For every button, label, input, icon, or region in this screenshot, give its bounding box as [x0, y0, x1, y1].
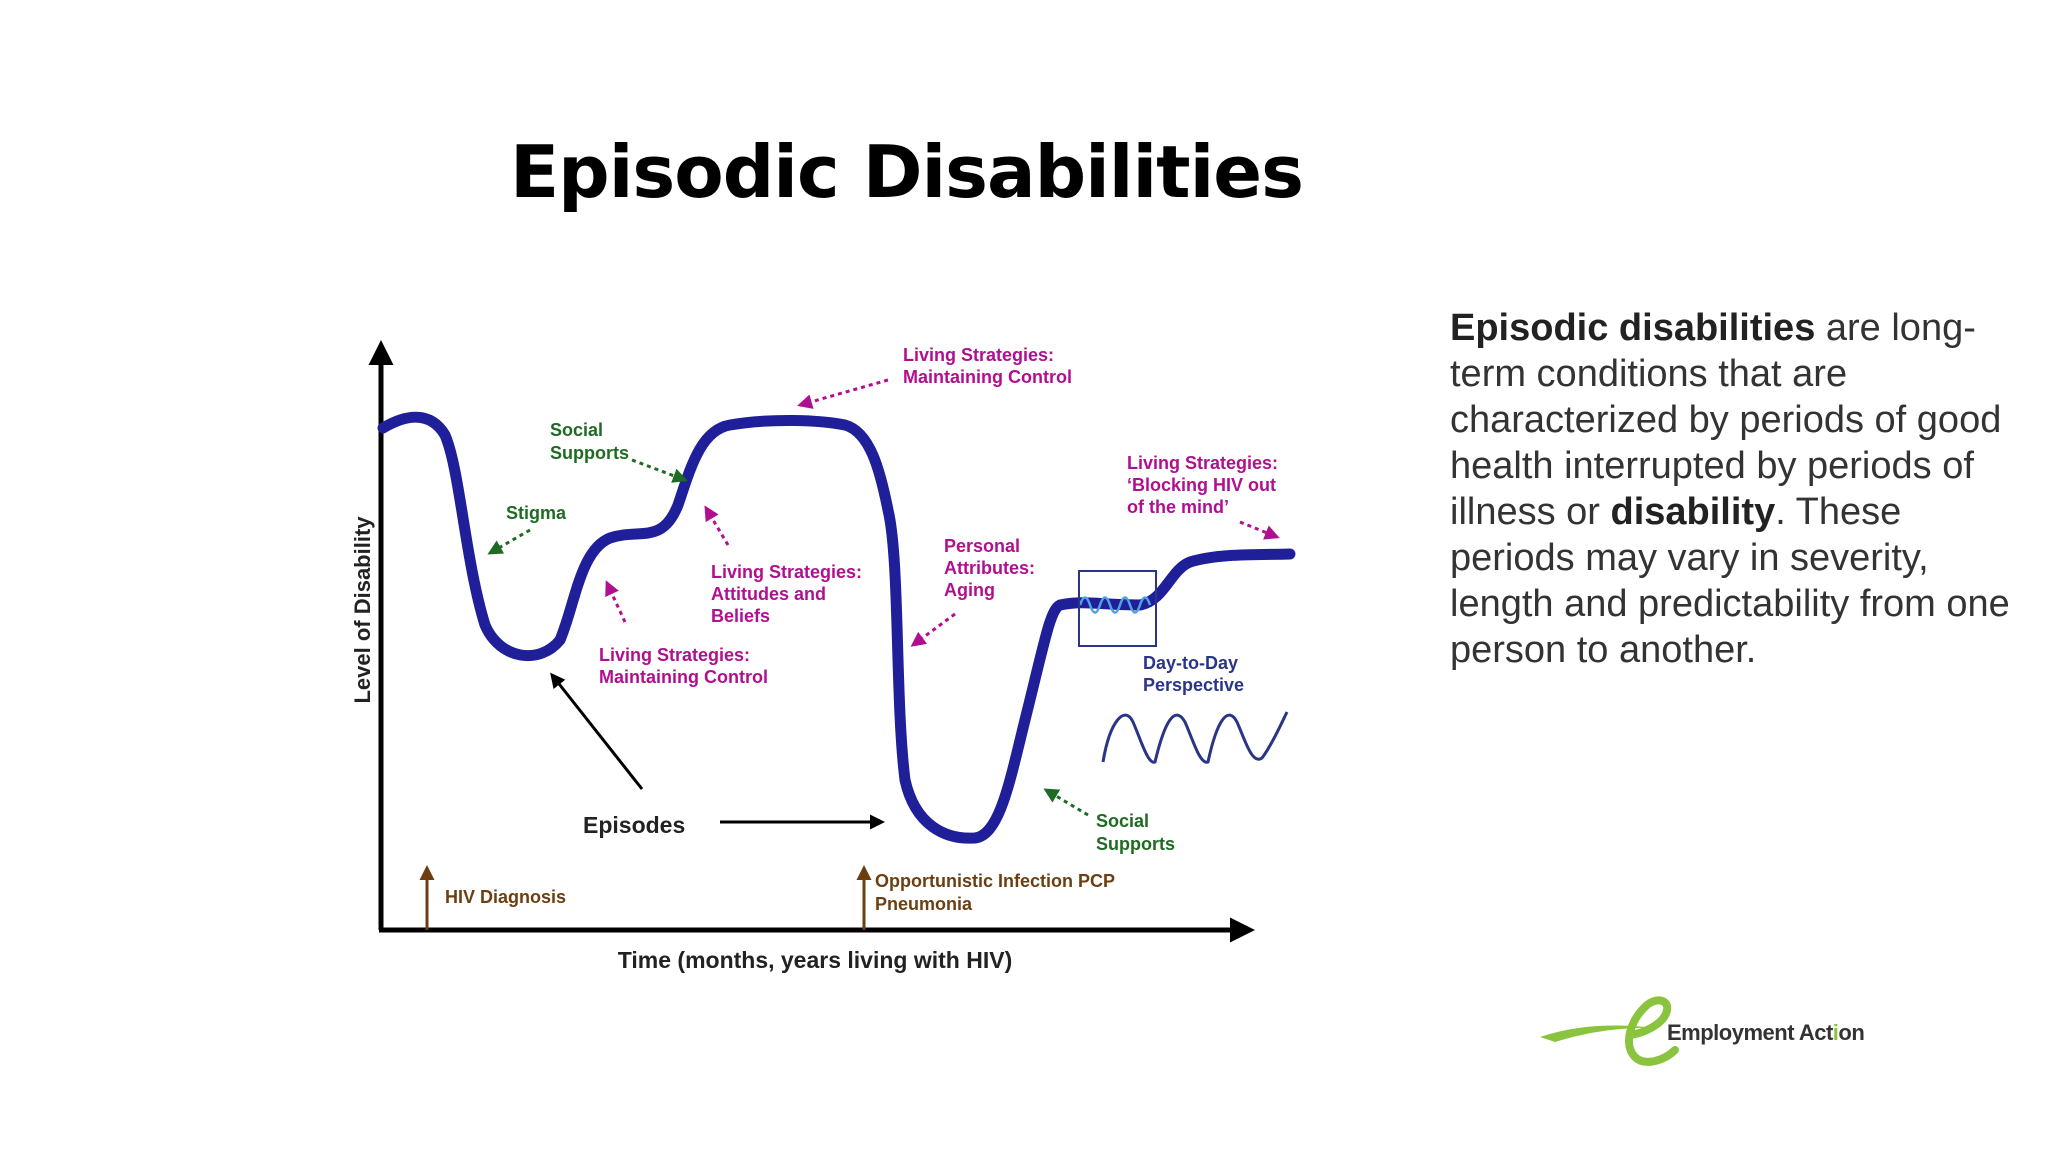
term-disability: disability — [1610, 491, 1776, 533]
logo-text: Employment Action — [1667, 1020, 1865, 1045]
arrow-living-attitudes — [704, 505, 730, 546]
label-hiv-diagnosis: HIV Diagnosis — [445, 887, 566, 907]
employment-action-e-logo — [1540, 996, 1679, 1066]
label-stigma: Stigma — [506, 503, 567, 523]
arrow-living-control-top — [797, 378, 889, 409]
label-living-control-lower: Living Strategies: Maintaining Control — [599, 645, 768, 687]
daily-oscillation-large — [1101, 711, 1289, 764]
arrow-personal-attributes — [910, 612, 956, 647]
slide-title: Episodic Disabilities — [510, 130, 1304, 214]
description-text: Episodic disabilities are long-term cond… — [1450, 305, 2010, 673]
day-to-day-zoom-box — [1078, 570, 1157, 647]
label-personal-attributes: Personal Attributes: Aging — [944, 536, 1040, 600]
arrow-social-supports-1 — [631, 458, 688, 483]
label-opportunistic: Opportunistic Infection PCP Pneumonia — [875, 871, 1120, 914]
term-episodic-disabilities: Episodic disabilities — [1450, 307, 1816, 349]
arrow-episodes-left — [550, 672, 644, 790]
label-episodes: Episodes — [583, 812, 685, 838]
arrow-living-blocking — [1239, 520, 1280, 540]
arrow-stigma — [487, 528, 531, 555]
y-axis-label: Level of Disability — [350, 516, 375, 704]
x-axis-label: Time (months, years living with HIV) — [618, 947, 1012, 973]
label-living-control-top: Living Strategies: Maintaining Control — [903, 345, 1072, 387]
daily-oscillation-small — [1078, 596, 1152, 614]
arrow-social-supports-2 — [1043, 788, 1089, 817]
description-part-2: . These periods may vary in severity, le… — [1450, 491, 2010, 671]
description-part-1: are long-term conditions that are charac… — [1450, 307, 2002, 533]
logo-e-letter — [1625, 996, 1679, 1066]
label-social-supports-1: Social Supports — [550, 420, 629, 463]
logo-swoosh — [1540, 1025, 1655, 1042]
disability-curve — [377, 411, 1296, 844]
label-living-attitudes: Living Strategies: Attitudes and Beliefs — [711, 562, 867, 626]
label-living-blocking: Living Strategies: ‘Blocking HIV out of … — [1127, 453, 1283, 517]
arrow-living-control-lower — [605, 580, 627, 623]
label-social-supports-2: Social Supports — [1096, 811, 1175, 854]
label-day-to-day: Day-to-Day Perspective — [1143, 653, 1244, 695]
